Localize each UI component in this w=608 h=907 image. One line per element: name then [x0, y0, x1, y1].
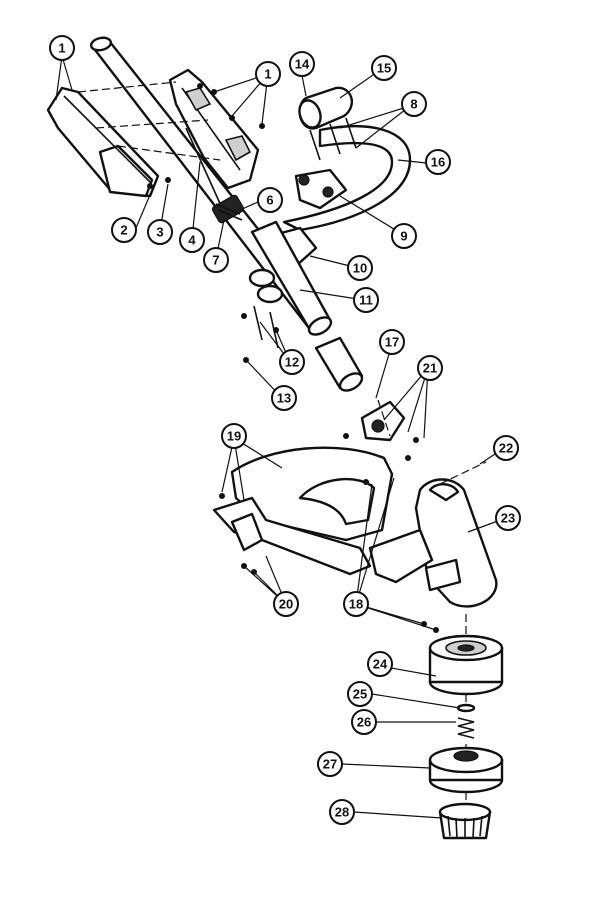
svg-text:21: 21: [423, 361, 437, 376]
spool-housing: [428, 634, 504, 696]
svg-text:9: 9: [400, 229, 407, 244]
callout-1-screws: 1: [255, 61, 281, 87]
callout-9: 9: [391, 223, 417, 249]
callout-10: 10: [347, 255, 373, 281]
svg-text:22: 22: [499, 441, 513, 456]
callout-15: 15: [371, 55, 397, 81]
svg-text:6: 6: [266, 193, 273, 208]
svg-text:3: 3: [156, 225, 163, 240]
svg-text:18: 18: [349, 597, 363, 612]
svg-text:12: 12: [285, 355, 299, 370]
mounting-rings: [248, 268, 284, 304]
svg-text:13: 13: [277, 391, 291, 406]
svg-text:19: 19: [227, 429, 241, 444]
lower-shaft: [250, 220, 364, 392]
callout-28: 28: [329, 799, 355, 825]
callout-18: 18: [343, 591, 369, 617]
handle-right-half: [168, 68, 260, 190]
svg-text:7: 7: [212, 253, 219, 268]
svg-text:26: 26: [357, 715, 371, 730]
svg-text:2: 2: [120, 223, 127, 238]
svg-text:17: 17: [385, 335, 399, 350]
svg-text:11: 11: [359, 293, 373, 308]
callout-7: 7: [203, 247, 229, 273]
callout-11: 11: [353, 287, 379, 313]
svg-text:20: 20: [279, 597, 293, 612]
svg-text:25: 25: [353, 687, 367, 702]
svg-text:15: 15: [377, 61, 391, 76]
callout-19: 19: [221, 423, 247, 449]
svg-text:28: 28: [335, 805, 349, 820]
callout-14: 14: [289, 51, 315, 77]
callout-26: 26: [351, 709, 377, 735]
svg-text:16: 16: [431, 155, 445, 170]
svg-text:27: 27: [323, 757, 337, 772]
svg-text:23: 23: [501, 511, 515, 526]
callout-12: 12: [279, 349, 305, 375]
svg-text:24: 24: [373, 657, 388, 672]
shaft-coupler: [211, 194, 245, 224]
svg-text:10: 10: [353, 261, 367, 276]
callout-20: 20: [273, 591, 299, 617]
callout-2: 2: [111, 217, 137, 243]
motor-housing: [368, 478, 498, 608]
callout-17: 17: [379, 329, 405, 355]
callout-25: 25: [347, 681, 373, 707]
handle-left-half: [46, 86, 160, 198]
callout-6: 6: [257, 187, 283, 213]
callout-21: 21: [417, 355, 443, 381]
callout-22: 22: [493, 435, 519, 461]
throttle-cable: [185, 127, 223, 209]
callout-23: 23: [495, 505, 521, 531]
callout-8: 8: [401, 91, 427, 117]
callout-3: 3: [147, 219, 173, 245]
callout-13: 13: [271, 385, 297, 411]
svg-text:1: 1: [264, 67, 271, 82]
callout-16: 16: [425, 149, 451, 175]
washer-and-spring: [456, 703, 476, 739]
callout-24: 24: [367, 651, 393, 677]
svg-text:4: 4: [188, 233, 196, 248]
bump-knob: [438, 802, 492, 840]
trimmer-line-spool: [428, 746, 504, 794]
svg-text:1: 1: [58, 41, 65, 56]
callout-27: 27: [317, 751, 343, 777]
grass-guard: [212, 446, 394, 576]
svg-text:14: 14: [295, 57, 310, 72]
assist-handle-grip: [298, 86, 354, 130]
assembly-lines: [77, 81, 487, 804]
shaft-housing-clamp: [360, 400, 406, 442]
callout-4: 4: [179, 227, 205, 253]
svg-text:8: 8: [410, 97, 417, 112]
callout-1-handle: 1: [49, 35, 75, 61]
